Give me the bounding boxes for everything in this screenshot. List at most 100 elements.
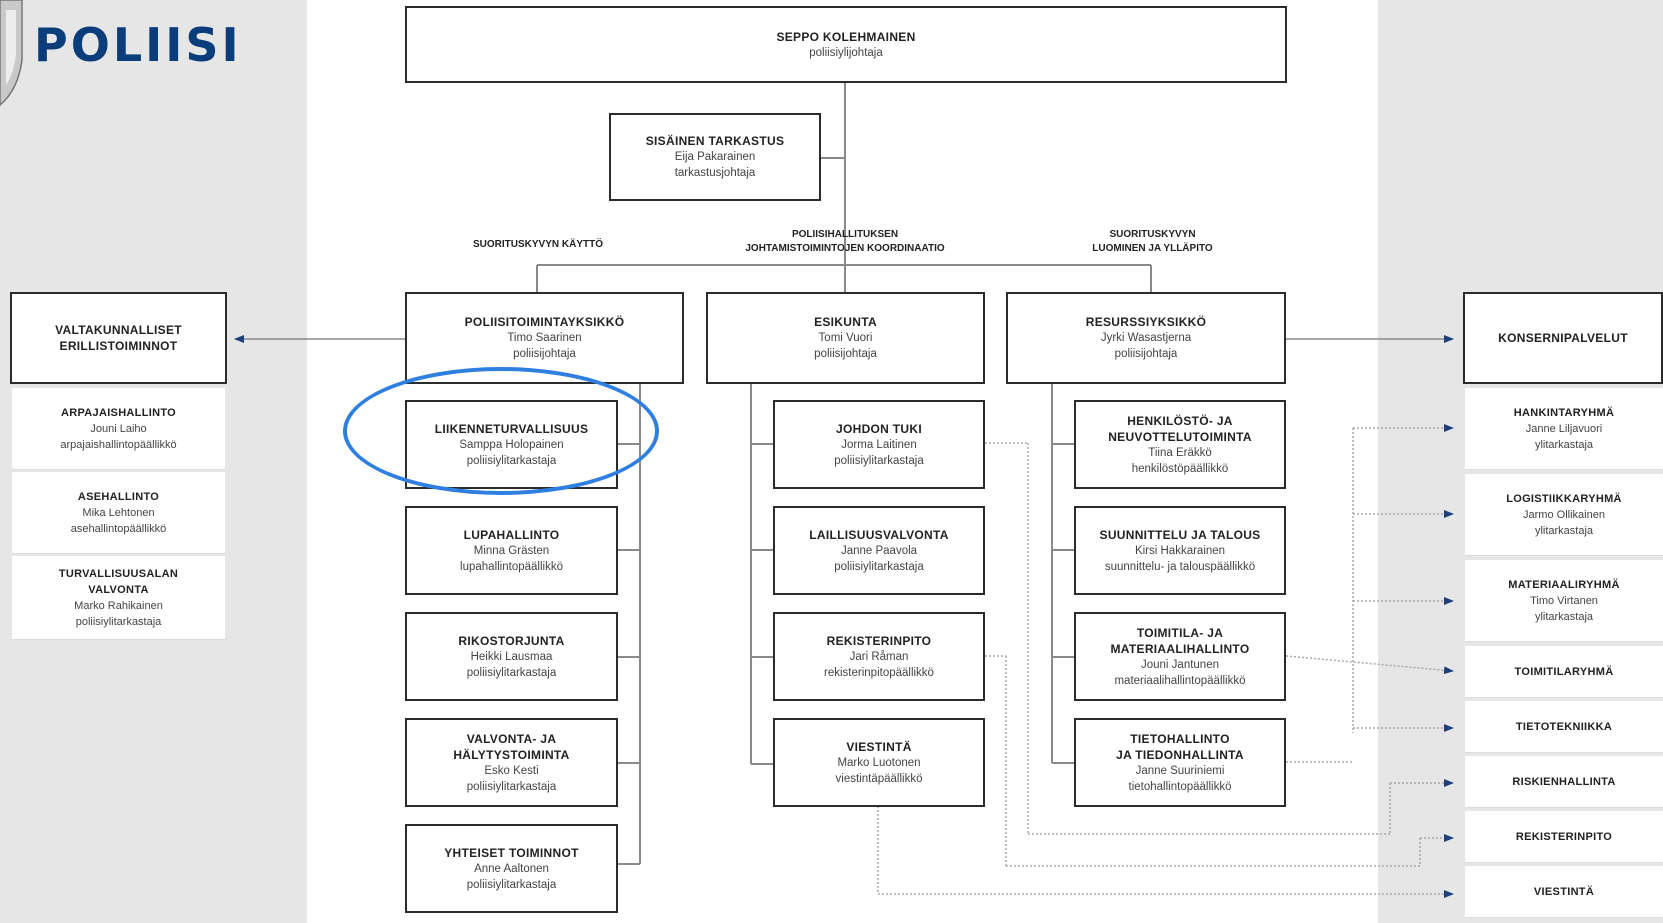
group-material: MATERIAALIRYHMÄ Timo Virtanen ylitarkast… — [1465, 560, 1663, 642]
national-lottery-admin: ARPAJAISHALLINTO Jouni Laiho arpajaishal… — [12, 388, 225, 470]
dept-title-line2: HÄLYTYSTOIMINTA — [453, 747, 570, 762]
chief-name: SEPPO KOLEHMAINEN — [776, 29, 916, 44]
dept-head-name: Kirsi Hakkarainen — [1134, 544, 1226, 557]
caption-coordination: POLIISIHALLITUKSEN JOHTAMISTOIMINTOJEN K… — [745, 229, 945, 254]
national-item-name: Jouni Laiho — [90, 422, 147, 435]
unit-title: RESURSSIYKSIKKÖ — [1085, 315, 1207, 329]
dept-head-name: Janne Suuriniemi — [1135, 764, 1225, 777]
dept-head-name: Heikki Lausmaa — [470, 650, 553, 663]
dept-communications: VIESTINTÄ Marko Luotonen viestintäpäälli… — [773, 718, 985, 807]
dept-title: HENKILÖSTÖ- JA — [1127, 413, 1233, 428]
dept-head-role: poliisiylitarkastaja — [466, 780, 557, 793]
dept-title: VIESTINTÄ — [846, 739, 912, 754]
internal-audit-title: SISÄINEN TARKASTUS — [645, 134, 785, 148]
dept-common-functions: YHTEISET TOIMINNOT Anne Aaltonen poliisi… — [405, 824, 618, 913]
national-header-line2: ERILLISTOIMINNOT — [59, 339, 178, 353]
national-item-name: Mika Lehtonen — [82, 506, 155, 519]
dept-head-name: Anne Aaltonen — [474, 862, 549, 875]
national-item-role: asehallintopäällikkö — [70, 522, 167, 535]
group-item-name: Timo Virtanen — [1530, 594, 1598, 607]
national-functions-header: VALTAKUNNALLISET ERILLISTOIMINNOT — [10, 292, 227, 384]
national-item-role: arpajaishallintopäällikkö — [60, 438, 177, 451]
dept-head-role: tietohallintopäällikkö — [1128, 780, 1232, 793]
dept-permit-administration: LUPAHALLINTO Minna Grästen lupahallintop… — [405, 506, 618, 595]
national-item-title: TURVALLISUUSALAN — [58, 567, 179, 580]
unit-title: POLIISITOIMINTAYKSIKKÖ — [464, 315, 625, 329]
dept-registry: REKISTERINPITO Jari Råman rekisterinpito… — [773, 612, 985, 701]
internal-audit-box: SISÄINEN TARKASTUS Eija Pakarainen tarka… — [609, 113, 821, 201]
dept-head-role: poliisiylitarkastaja — [466, 878, 557, 891]
dept-head-name: Marko Luotonen — [837, 756, 921, 769]
group-item-title: TOIMITILARYHMÄ — [1514, 665, 1614, 678]
unit-head-role: poliisijohtaja — [513, 348, 576, 360]
internal-audit-role: tarkastusjohtaja — [674, 167, 756, 179]
police-badge-emblem — [0, 0, 23, 106]
dept-management-support: JOHDON TUKI Jorma Laitinen poliisiylitar… — [773, 400, 985, 489]
group-risk-management: RISKIENHALLINTA — [1465, 756, 1663, 808]
dept-planning-finance: SUUNNITTELU JA TALOUS Kirsi Hakkarainen … — [1074, 506, 1286, 595]
highlight-ellipse — [343, 367, 659, 495]
group-services-header: KONSERNIPALVELUT — [1463, 292, 1663, 384]
national-item-role: poliisiylitarkastaja — [75, 615, 162, 628]
unit-head-name: Timo Saarinen — [507, 332, 582, 344]
dept-head-name: Minna Grästen — [473, 544, 550, 557]
dept-head-role: suunnittelu- ja talouspäällikkö — [1104, 560, 1256, 573]
dept-head-role: materiaalihallintopäällikkö — [1114, 674, 1246, 687]
unit-resources: RESURSSIYKSIKKÖ Jyrki Wasastjerna poliis… — [1006, 292, 1286, 384]
dept-title: TIETOHALLINTO — [1130, 731, 1230, 746]
dept-head-name: Janne Paavola — [840, 544, 918, 557]
dept-head-role: lupahallintopäällikkö — [460, 560, 563, 573]
group-it: TIETOTEKNIIKKA — [1465, 701, 1663, 753]
dept-crime-prevention: RIKOSTORJUNTA Heikki Lausmaa poliisiylit… — [405, 612, 618, 701]
group-item-title: MATERIAALIRYHMÄ — [1508, 578, 1620, 591]
dept-facilities-material: TOIMITILA- JA MATERIAALIHALLINTO Jouni J… — [1074, 612, 1286, 701]
group-facilities: TOIMITILARYHMÄ — [1465, 646, 1663, 698]
group-item-title: REKISTERINPITO — [1515, 830, 1613, 843]
dept-legality-control: LAILLISUUSVALVONTA Janne Paavola poliisi… — [773, 506, 985, 595]
national-item-title: ASEHALLINTO — [77, 490, 160, 503]
group-item-title: LOGISTIIKKARYHMÄ — [1506, 492, 1622, 505]
group-item-role: ylitarkastaja — [1534, 524, 1594, 537]
group-procurement: HANKINTARYHMÄ Janne Liljavuori ylitarkas… — [1465, 388, 1663, 470]
caption-performance-use: SUORITUSKYVYN KÄYTTÖ — [472, 239, 603, 250]
dept-title-line2: JA TIEDONHALLINTA — [1116, 747, 1244, 762]
national-security-supervision: TURVALLISUUSALAN VALVONTA Marko Rahikain… — [12, 556, 225, 640]
dept-title-line2: NEUVOTTELUTOIMINTA — [1108, 429, 1252, 444]
dept-head-role: poliisiylitarkastaja — [466, 666, 557, 679]
dept-title: SUUNNITTELU JA TALOUS — [1099, 527, 1261, 542]
caption-performance-building: SUORITUSKYVYN LUOMINEN JA YLLÄPITO — [1092, 229, 1213, 254]
group-item-title: TIETOTEKNIIKKA — [1515, 720, 1613, 733]
unit-head-role: poliisijohtaja — [1114, 348, 1178, 360]
dept-head-role: henkilöstöpäällikkö — [1131, 462, 1229, 475]
dept-title: LAILLISUUSVALVONTA — [809, 527, 949, 542]
unit-head-name: Jyrki Wasastjerna — [1100, 332, 1192, 344]
national-item-title-line2: VALVONTA — [88, 583, 149, 596]
dept-head-name: Esko Kesti — [484, 764, 539, 777]
unit-head-role: poliisijohtaja — [814, 348, 877, 360]
dept-head-role: rekisterinpitopäällikkö — [824, 666, 934, 679]
dept-title: LUPAHALLINTO — [463, 527, 560, 542]
group-item-title: VIESTINTÄ — [1533, 885, 1595, 898]
dept-head-name: Jorma Laitinen — [841, 438, 917, 451]
dept-surveillance-emergency: VALVONTA- JA HÄLYTYSTOIMINTA Esko Kesti … — [405, 718, 618, 807]
dept-head-role: poliisiylitarkastaja — [834, 560, 924, 573]
group-header-title: KONSERNIPALVELUT — [1498, 331, 1628, 345]
group-item-name: Janne Liljavuori — [1525, 422, 1603, 435]
dept-title: YHTEISET TOIMINNOT — [444, 845, 579, 860]
dept-head-role: viestintäpäällikkö — [835, 772, 923, 785]
dept-title: RIKOSTORJUNTA — [458, 633, 565, 648]
dept-title-line2: MATERIAALIHALLINTO — [1110, 641, 1250, 656]
dept-head-role: poliisiylitarkastaja — [834, 454, 924, 467]
dept-head-name: Jouni Jantunen — [1140, 658, 1219, 671]
unit-title: ESIKUNTA — [814, 315, 877, 329]
national-item-title: ARPAJAISHALLINTO — [60, 406, 176, 419]
dept-head-name: Tiina Eräkkö — [1148, 446, 1212, 459]
group-registry: REKISTERINPITO — [1465, 811, 1663, 863]
dept-title: REKISTERINPITO — [826, 633, 932, 648]
group-item-role: ylitarkastaja — [1534, 438, 1594, 451]
dept-head-name: Jari Råman — [849, 650, 909, 663]
dept-title: JOHDON TUKI — [836, 421, 922, 436]
group-item-name: Jarmo Ollikainen — [1523, 508, 1605, 521]
unit-staff: ESIKUNTA Tomi Vuori poliisijohtaja — [706, 292, 985, 384]
group-item-title: HANKINTARYHMÄ — [1513, 406, 1615, 419]
